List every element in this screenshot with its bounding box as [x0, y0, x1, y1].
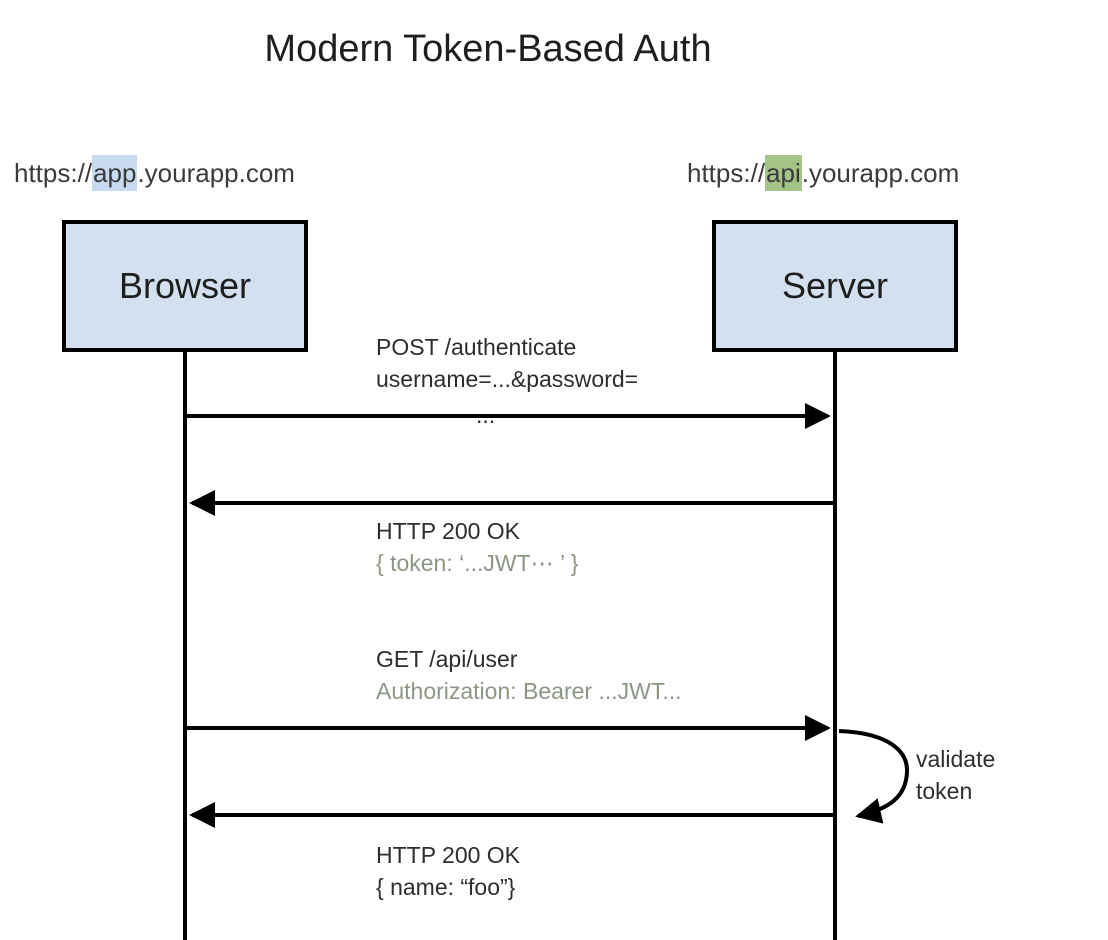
msg-post-authenticate-line3: ...: [476, 402, 496, 428]
msg-get-api-user-line2: Authorization: Bearer ...JWT...: [376, 678, 682, 704]
server-actor-box: Server: [712, 220, 958, 352]
browser-url-prefix: https://: [14, 158, 93, 188]
msg-token-response-line1: HTTP 200 OK: [376, 518, 521, 544]
diagram-title: Modern Token-Based Auth: [264, 28, 712, 70]
server-url-suffix: .yourapp.com: [801, 158, 960, 188]
self-action-validate-line2: token: [916, 778, 973, 804]
browser-actor-label: Browser: [118, 265, 252, 306]
msg-post-authenticate-line2: username=...&password=: [376, 366, 639, 392]
server-url-highlight: api: [765, 155, 802, 191]
msg-user-response-line2: { name: “foo”}: [376, 874, 516, 900]
browser-url-highlight: app: [92, 155, 138, 191]
self-loop-validate-token: [838, 729, 910, 824]
msg-user-response-line1: HTTP 200 OK: [376, 842, 521, 868]
browser-url-suffix: .yourapp.com: [137, 158, 295, 188]
self-action-validate-line1: validate: [916, 746, 996, 772]
browser-actor-box: Browser: [62, 220, 308, 352]
browser-url: https://app.yourapp.com: [14, 155, 295, 191]
server-url-prefix: https://: [687, 158, 766, 188]
server-url: https://api.yourapp.com: [687, 155, 960, 191]
msg-token-response-line2: { token: ‘...JWT⋯ ’ }: [376, 550, 579, 576]
server-actor-label: Server: [781, 265, 889, 306]
msg-get-api-user-line1: GET /api/user: [376, 646, 518, 672]
msg-post-authenticate-line1: POST /authenticate: [376, 334, 577, 360]
